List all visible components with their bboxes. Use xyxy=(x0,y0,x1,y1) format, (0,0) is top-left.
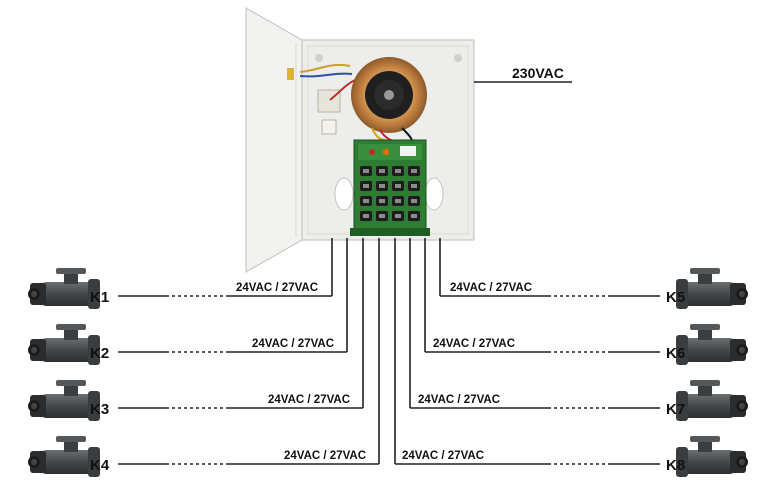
fuse-cap xyxy=(363,169,369,173)
fuse-cap xyxy=(379,169,385,173)
mains-voltage-label: 230VAC xyxy=(512,65,564,81)
fuse-array xyxy=(360,166,420,221)
camera-group: K1 24VAC / 27VAC K2 24VAC / 27VAC K3 24VAC / … xyxy=(28,268,748,477)
camera-line-k1: K1 24VAC / 27VAC xyxy=(28,268,332,309)
fuse-cap xyxy=(363,214,369,218)
camera-id: K8 xyxy=(666,457,685,474)
camera-id: K1 xyxy=(90,289,109,306)
fuse-cap xyxy=(363,184,369,188)
fuse-cap xyxy=(379,184,385,188)
fuse-cap xyxy=(395,214,401,218)
enclosure-door xyxy=(245,6,303,274)
fuse-cap xyxy=(395,169,401,173)
camera-line-k5: K5 24VAC / 27VAC xyxy=(440,268,748,309)
camera-id: K6 xyxy=(666,345,685,362)
camera-line-k8: K8 24VAC / 27VAC xyxy=(395,436,748,477)
output-wires xyxy=(331,238,441,464)
camera-line-k2: K2 24VAC / 27VAC xyxy=(28,324,347,365)
fuse-cap xyxy=(379,214,385,218)
camera-id: K2 xyxy=(90,345,109,362)
cctv-camera-icon xyxy=(676,268,748,309)
fuse-cap xyxy=(395,199,401,203)
camera-line-k7: K7 24VAC / 27VAC xyxy=(410,380,748,421)
cctv-camera-icon xyxy=(676,436,748,477)
camera-id: K7 xyxy=(666,401,685,418)
camera-id: K5 xyxy=(666,289,685,306)
fuse-cap xyxy=(363,199,369,203)
camera-voltage: 24VAC / 27VAC xyxy=(402,450,484,462)
camera-line-k4: K4 24VAC / 27VAC xyxy=(28,436,379,477)
camera-voltage: 24VAC / 27VAC xyxy=(252,338,334,350)
camera-voltage: 24VAC / 27VAC xyxy=(284,450,366,462)
toroidal-transformer xyxy=(351,57,427,147)
fuse-cap xyxy=(395,184,401,188)
fuse-cap xyxy=(411,169,417,173)
mains-input: 230VAC xyxy=(474,65,572,83)
cctv-camera-icon xyxy=(676,324,748,365)
camera-voltage: 24VAC / 27VAC xyxy=(236,282,318,294)
fuse-cap xyxy=(411,214,417,218)
camera-id: K3 xyxy=(90,401,109,418)
cctv-camera-icon xyxy=(676,380,748,421)
camera-voltage: 24VAC / 27VAC xyxy=(433,338,515,350)
camera-line-k6: K6 24VAC / 27VAC xyxy=(425,324,748,365)
camera-voltage: 24VAC / 27VAC xyxy=(450,282,532,294)
fuse-cap xyxy=(379,199,385,203)
camera-voltage: 24VAC / 27VAC xyxy=(268,394,350,406)
fuse-cap xyxy=(411,199,417,203)
camera-line-k3: K3 24VAC / 27VAC xyxy=(28,380,363,421)
camera-id: K4 xyxy=(90,457,110,474)
camera-voltage: 24VAC / 27VAC xyxy=(418,394,500,406)
fuse-cap xyxy=(411,184,417,188)
